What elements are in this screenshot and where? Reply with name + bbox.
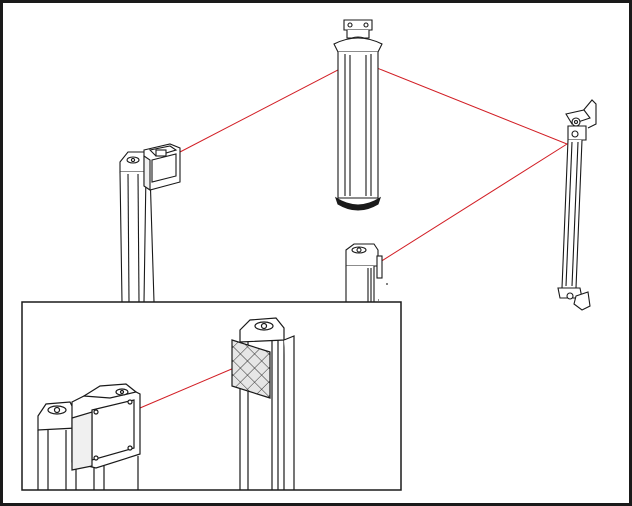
beam-path bbox=[179, 59, 569, 263]
inset-detail bbox=[21, 301, 402, 491]
inset-emitter-receiver bbox=[37, 383, 141, 490]
mesh-reflector bbox=[231, 339, 271, 399]
inset-beam-line bbox=[139, 367, 235, 409]
beam-line-main bbox=[179, 59, 569, 263]
inset-mirror-post bbox=[231, 317, 295, 490]
right-deflection-mirror bbox=[557, 99, 597, 311]
upper-deflection-mirror bbox=[333, 19, 383, 211]
emitter-receiver-post bbox=[119, 143, 181, 303]
